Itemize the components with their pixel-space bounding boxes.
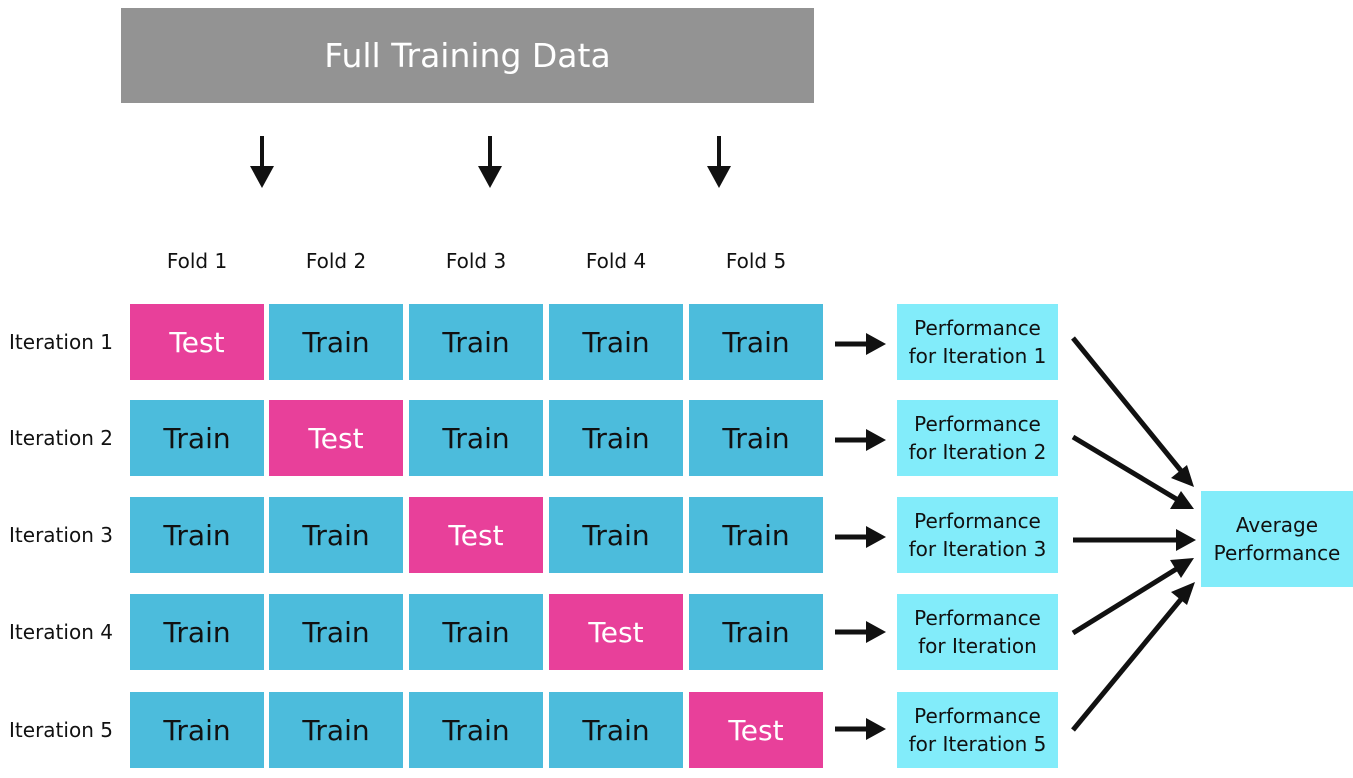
iteration-2-fold-4-cell: Train (549, 400, 683, 476)
down-arrow-1 (250, 136, 274, 188)
iteration-1-label: Iteration 1 (9, 330, 113, 354)
iteration-5-fold-5-cell: Test (689, 692, 823, 768)
performance-iteration-2-line2: for Iteration 2 (908, 440, 1047, 464)
iteration-2-fold-3-cell: Train (409, 400, 543, 476)
converge-arrow-5 (1071, 582, 1195, 732)
down-arrow-2 (478, 136, 502, 188)
iteration-4-fold-4-cell: Test (549, 594, 683, 670)
full-training-data-label: Full Training Data (324, 36, 611, 75)
iteration-1-fold-5-cell: Train (689, 304, 823, 380)
iteration-1-fold-1-cell: Test (130, 304, 264, 380)
converge-arrow-3 (1073, 529, 1196, 551)
performance-iteration-4-line2: for Iteration (918, 634, 1037, 658)
iteration-4-fold-5-cell: Train (689, 594, 823, 670)
performance-iteration-4-box: Performance for Iteration (897, 594, 1058, 670)
iteration-5-fold-1-cell: Train (130, 692, 264, 768)
iteration-3-label: Iteration 3 (9, 523, 113, 547)
iteration-4-fold-1-cell: Train (130, 594, 264, 670)
row-arrow-3 (835, 526, 886, 548)
iteration-1-fold-3-cell: Train (409, 304, 543, 380)
average-performance-line1: Average (1235, 513, 1319, 537)
iteration-2-label: Iteration 2 (9, 426, 113, 450)
iteration-2-fold-5-cell: Train (689, 400, 823, 476)
row-arrow-2 (835, 429, 886, 451)
average-performance-box: Average Performance (1201, 491, 1353, 587)
iteration-4-fold-3-cell: Train (409, 594, 543, 670)
iteration-3-fold-1-cell: Train (130, 497, 264, 573)
iteration-2-fold-2-cell: Test (269, 400, 403, 476)
iteration-5-fold-2-cell: Train (269, 692, 403, 768)
iteration-5-fold-3-cell: Train (409, 692, 543, 768)
average-performance-line2: Performance (1213, 541, 1341, 565)
performance-iteration-1-line2: for Iteration 1 (908, 344, 1047, 368)
iteration-4-label: Iteration 4 (9, 620, 113, 644)
converge-arrow-4 (1071, 558, 1194, 636)
performance-iteration-4-line1: Performance (914, 606, 1041, 630)
row-arrow-5 (835, 718, 886, 740)
performance-iteration-3-box: Performance for Iteration 3 (897, 497, 1058, 573)
iteration-1-fold-4-cell: Train (549, 304, 683, 380)
fold-2-label: Fold 2 (305, 249, 367, 273)
down-arrow-3 (707, 136, 731, 188)
row-arrow-1 (835, 333, 886, 355)
row-arrow-4 (835, 621, 886, 643)
full-training-data-box: Full Training Data (121, 8, 814, 103)
fold-1-label: Fold 1 (166, 249, 228, 273)
iteration-1-fold-2-cell: Train (269, 304, 403, 380)
iteration-5-fold-4-cell: Train (549, 692, 683, 768)
performance-iteration-3-line2: for Iteration 3 (908, 537, 1047, 561)
iteration-2-fold-1-cell: Train (130, 400, 264, 476)
converge-arrow-2 (1071, 434, 1194, 509)
iteration-4-fold-2-cell: Train (269, 594, 403, 670)
performance-iteration-1-box: Performance for Iteration 1 (897, 304, 1058, 380)
iteration-3-fold-2-cell: Train (269, 497, 403, 573)
iteration-3-fold-5-cell: Train (689, 497, 823, 573)
iteration-3-fold-4-cell: Train (549, 497, 683, 573)
iteration-5-label: Iteration 5 (9, 718, 113, 742)
fold-5-label: Fold 5 (725, 249, 787, 273)
converge-arrow-1 (1071, 336, 1194, 487)
performance-iteration-5-box: Performance for Iteration 5 (897, 692, 1058, 768)
iteration-3-fold-3-cell: Test (409, 497, 543, 573)
performance-iteration-5-line2: for Iteration 5 (908, 732, 1047, 756)
performance-iteration-5-line1: Performance (914, 704, 1041, 728)
performance-iteration-2-line1: Performance (914, 412, 1041, 436)
fold-4-label: Fold 4 (585, 249, 647, 273)
performance-iteration-2-box: Performance for Iteration 2 (897, 400, 1058, 476)
performance-iteration-3-line1: Performance (914, 509, 1041, 533)
performance-iteration-1-line1: Performance (914, 316, 1041, 340)
fold-3-label: Fold 3 (445, 249, 507, 273)
